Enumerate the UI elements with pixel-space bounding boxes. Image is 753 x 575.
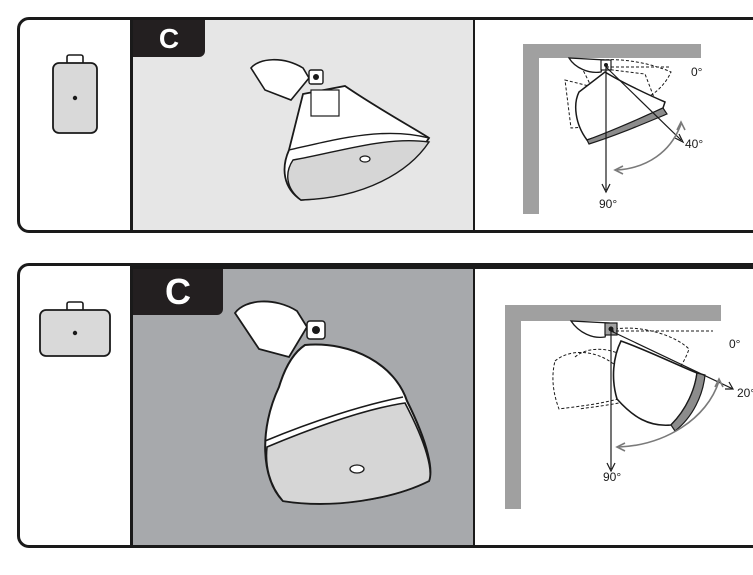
tilt-angle-diagram-cell: 0° 20° 90° bbox=[473, 266, 753, 545]
speaker-mount-illustration bbox=[233, 300, 432, 505]
angle-label-20: 20° bbox=[737, 386, 753, 400]
step-badge: C bbox=[133, 20, 205, 57]
tilt-angle-diagram-cell: 0° 40° 90° bbox=[473, 20, 753, 230]
tilt-axis-arrow bbox=[605, 66, 682, 141]
speaker-illustration-cell: C bbox=[133, 266, 473, 545]
speaker-mount-illustration bbox=[250, 58, 431, 201]
speaker-portrait-icon bbox=[52, 54, 98, 134]
angle-label-40: 40° bbox=[685, 137, 703, 151]
tilt-range-arc bbox=[616, 123, 682, 171]
angle-label-90: 90° bbox=[603, 470, 621, 484]
angle-label-90: 90° bbox=[599, 197, 617, 211]
panel-landscape: C bbox=[17, 263, 753, 548]
speaker-illustration-cell: C bbox=[133, 20, 473, 230]
panel-portrait: C bbox=[17, 17, 753, 233]
step-badge: C bbox=[133, 269, 223, 315]
orientation-icon-cell bbox=[20, 20, 133, 230]
angle-label-0: 0° bbox=[691, 65, 703, 79]
tilt-angle-diagram: 0° 40° 90° bbox=[523, 44, 703, 214]
speaker-landscape-icon bbox=[39, 301, 111, 357]
orientation-icon-cell bbox=[20, 266, 133, 545]
tilt-range-arc bbox=[618, 380, 720, 448]
tilt-axis-arrow bbox=[610, 330, 734, 390]
angle-label-0: 0° bbox=[729, 337, 741, 351]
tilt-angle-diagram: 0° 20° 90° bbox=[505, 305, 753, 509]
